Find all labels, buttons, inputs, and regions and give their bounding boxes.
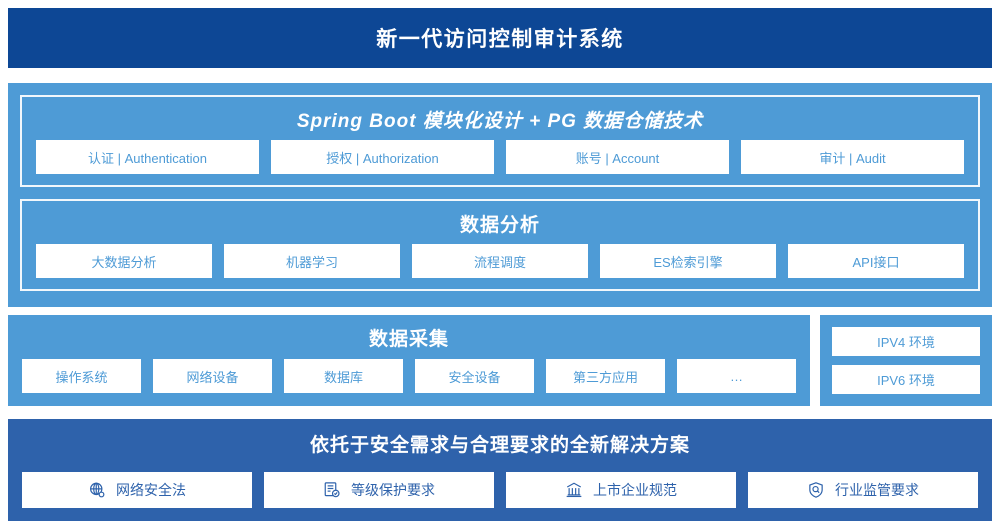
chip-more-ellipsis[interactable]: … <box>677 359 796 393</box>
chip-network-device[interactable]: 网络设备 <box>153 359 272 393</box>
chip-api-interface[interactable]: API接口 <box>788 244 964 278</box>
platform-stack-panel: Spring Boot 模块化设计 + PG 数据仓储技术 认证 | Authe… <box>8 83 992 307</box>
chip-audit[interactable]: 审计 | Audit <box>741 140 964 174</box>
data-analysis-group-title: 数据分析 <box>459 215 540 236</box>
globe-network-icon <box>88 481 106 499</box>
chip-label: 网络安全法 <box>116 482 186 498</box>
data-analysis-chip-row: 大数据分析 机器学习 流程调度 ES检索引擎 API接口 <box>36 244 964 278</box>
springboot-group: Spring Boot 模块化设计 + PG 数据仓储技术 认证 | Authe… <box>20 95 980 187</box>
chip-operating-system[interactable]: 操作系统 <box>22 359 141 393</box>
chip-listed-company-standard[interactable]: 上市企业规范 <box>506 472 736 508</box>
chip-label: 等级保护要求 <box>351 482 435 498</box>
chip-big-data-analysis[interactable]: 大数据分析 <box>36 244 212 278</box>
solution-panel: 依托于安全需求与合理要求的全新解决方案 网络安全法 <box>8 419 992 521</box>
chip-authorization[interactable]: 授权 | Authorization <box>271 140 494 174</box>
data-collection-chip-row: 操作系统 网络设备 数据库 安全设备 第三方应用 … <box>22 359 796 393</box>
ip-environment-list: IPV4 环境 IPV6 环境 <box>832 327 980 394</box>
header-banner: 新一代访问控制审计系统 <box>8 8 992 68</box>
chip-database[interactable]: 数据库 <box>284 359 403 393</box>
ip-environment-panel: IPV4 环境 IPV6 环境 <box>820 315 992 406</box>
chip-third-party-app[interactable]: 第三方应用 <box>546 359 665 393</box>
chip-authentication[interactable]: 认证 | Authentication <box>36 140 259 174</box>
shield-search-icon <box>807 481 825 499</box>
data-collection-panel: 数据采集 操作系统 网络设备 数据库 安全设备 第三方应用 … <box>8 315 810 406</box>
chip-classified-protection[interactable]: 等级保护要求 <box>264 472 494 508</box>
chip-cybersecurity-law[interactable]: 网络安全法 <box>22 472 252 508</box>
bank-building-icon <box>565 481 583 499</box>
chip-security-device[interactable]: 安全设备 <box>415 359 534 393</box>
chip-industry-supervision[interactable]: 行业监管要求 <box>748 472 978 508</box>
document-check-icon <box>323 481 341 499</box>
data-collection-title: 数据采集 <box>368 329 449 350</box>
chip-ipv4-environment[interactable]: IPV4 环境 <box>832 327 980 356</box>
chip-process-scheduling[interactable]: 流程调度 <box>412 244 588 278</box>
solution-chip-row: 网络安全法 等级保护要求 <box>22 472 978 508</box>
springboot-group-title: Spring Boot 模块化设计 + PG 数据仓储技术 <box>296 111 704 132</box>
data-analysis-group: 数据分析 大数据分析 机器学习 流程调度 ES检索引擎 API接口 <box>20 199 980 291</box>
chip-es-search-engine[interactable]: ES检索引擎 <box>600 244 776 278</box>
chip-machine-learning[interactable]: 机器学习 <box>224 244 400 278</box>
chip-label: 上市企业规范 <box>593 482 677 498</box>
chip-label: 行业监管要求 <box>835 482 919 498</box>
chip-ipv6-environment[interactable]: IPV6 环境 <box>832 365 980 394</box>
springboot-chip-row: 认证 | Authentication 授权 | Authorization 账… <box>36 140 964 174</box>
solution-title: 依托于安全需求与合理要求的全新解决方案 <box>309 435 690 456</box>
page-title: 新一代访问控制审计系统 <box>376 28 624 51</box>
chip-account[interactable]: 账号 | Account <box>506 140 729 174</box>
